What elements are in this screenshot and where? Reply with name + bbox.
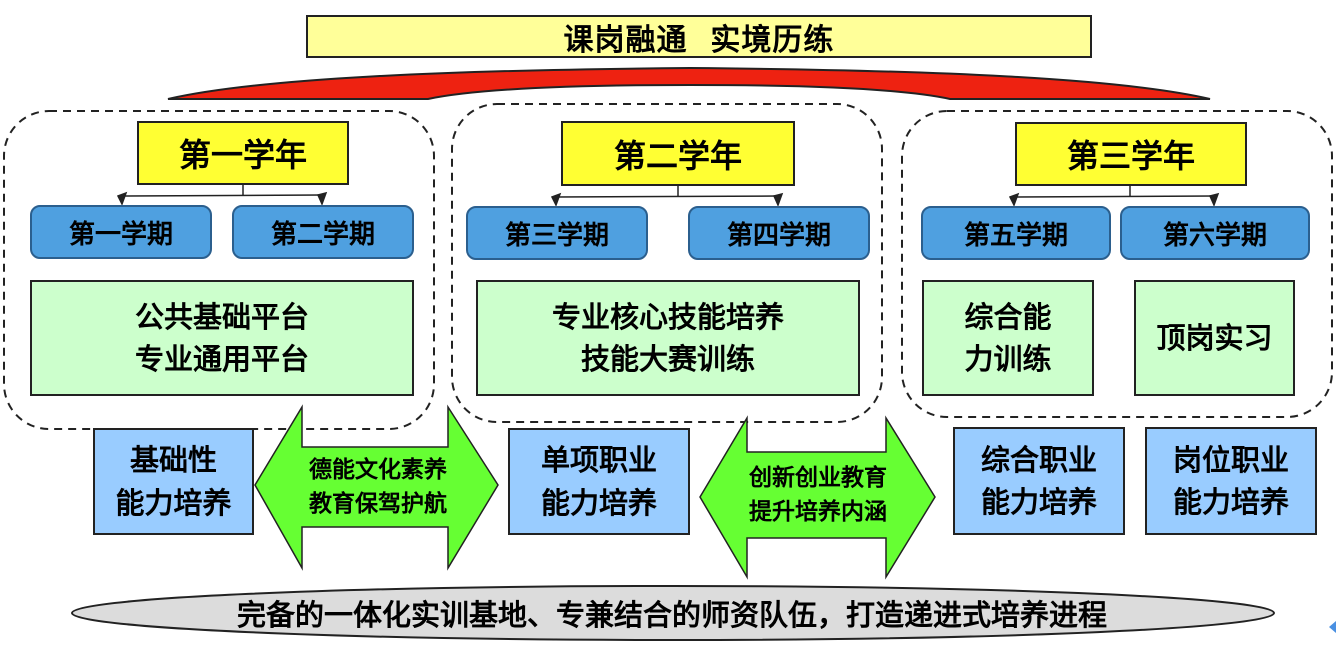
arrow-line: 教育保驾护航 xyxy=(309,490,447,517)
year-2-label: 第二学年 xyxy=(561,121,795,186)
double-arrow-1 xyxy=(254,404,499,571)
ability-line: 能力培养 xyxy=(980,485,1097,519)
year-2-connector xyxy=(550,186,784,208)
ability-line: 单项职业 xyxy=(540,443,657,478)
double-arrow-2 xyxy=(699,415,936,580)
ability-line: 能力培养 xyxy=(540,485,657,520)
year-1-panel xyxy=(3,110,435,430)
year-3-label: 第三学年 xyxy=(1015,122,1247,186)
arrow-line: 提升培养内涵 xyxy=(749,498,887,525)
red-arc-banner xyxy=(167,66,1211,100)
arrow-2-text: 创新创业教育 提升培养内涵 xyxy=(718,452,918,538)
year-3-panel xyxy=(901,110,1333,418)
platform-year-1: 公共基础平台 专业通用平台 xyxy=(30,280,414,396)
term-2: 第二学期 xyxy=(232,205,414,259)
platform-line: 专业通用平台 xyxy=(134,342,309,376)
platform-year-2: 专业核心技能培养 技能大赛训练 xyxy=(476,280,860,396)
ability-box-3: 综合职业 能力培养 xyxy=(953,427,1125,535)
term-1: 第一学期 xyxy=(30,205,212,259)
arrow-line: 德能文化素养 xyxy=(309,455,447,483)
ability-line: 基础性 xyxy=(129,443,217,478)
arrow-line: 创新创业教育 xyxy=(749,463,887,491)
diagram-title: 课岗融通 实境历练 xyxy=(306,15,1092,58)
footer-ellipse xyxy=(71,585,1275,641)
ability-box-2: 单项职业 能力培养 xyxy=(508,428,690,535)
platform-year-3-b: 顶岗实习 xyxy=(1134,280,1295,396)
ability-box-4: 岗位职业 能力培养 xyxy=(1145,427,1317,535)
platform-line: 公共基础平台 xyxy=(134,299,309,334)
term-4: 第四学期 xyxy=(688,206,870,260)
ability-line: 能力培养 xyxy=(115,485,232,520)
ability-line: 岗位职业 xyxy=(1172,442,1289,477)
platform-year-3-a: 综合能 力训练 xyxy=(922,280,1094,396)
platform-line: 顶岗实习 xyxy=(1156,320,1273,355)
year-2-panel xyxy=(451,103,883,423)
year-3-connector xyxy=(1008,186,1220,208)
ability-line: 能力培养 xyxy=(1172,485,1289,519)
ability-box-1: 基础性 能力培养 xyxy=(93,428,254,535)
back-nav-icon[interactable] xyxy=(1329,621,1336,633)
ability-line: 综合职业 xyxy=(980,442,1097,477)
platform-line: 力训练 xyxy=(964,342,1052,376)
arrow-1-text: 德能文化素养 教育保驾护航 xyxy=(280,447,476,527)
term-5: 第五学期 xyxy=(921,206,1111,260)
footer-text: 完备的一体化实训基地、专兼结合的师资队伍，打造递进式培养进程 xyxy=(236,598,1107,632)
platform-line: 综合能 xyxy=(964,299,1052,334)
term-3: 第三学期 xyxy=(466,206,648,260)
year-1-label: 第一学年 xyxy=(137,121,349,185)
platform-line: 技能大赛训练 xyxy=(580,342,755,376)
year-1-connector xyxy=(116,185,328,207)
term-6: 第六学期 xyxy=(1120,206,1310,260)
platform-line: 专业核心技能培养 xyxy=(551,299,784,334)
